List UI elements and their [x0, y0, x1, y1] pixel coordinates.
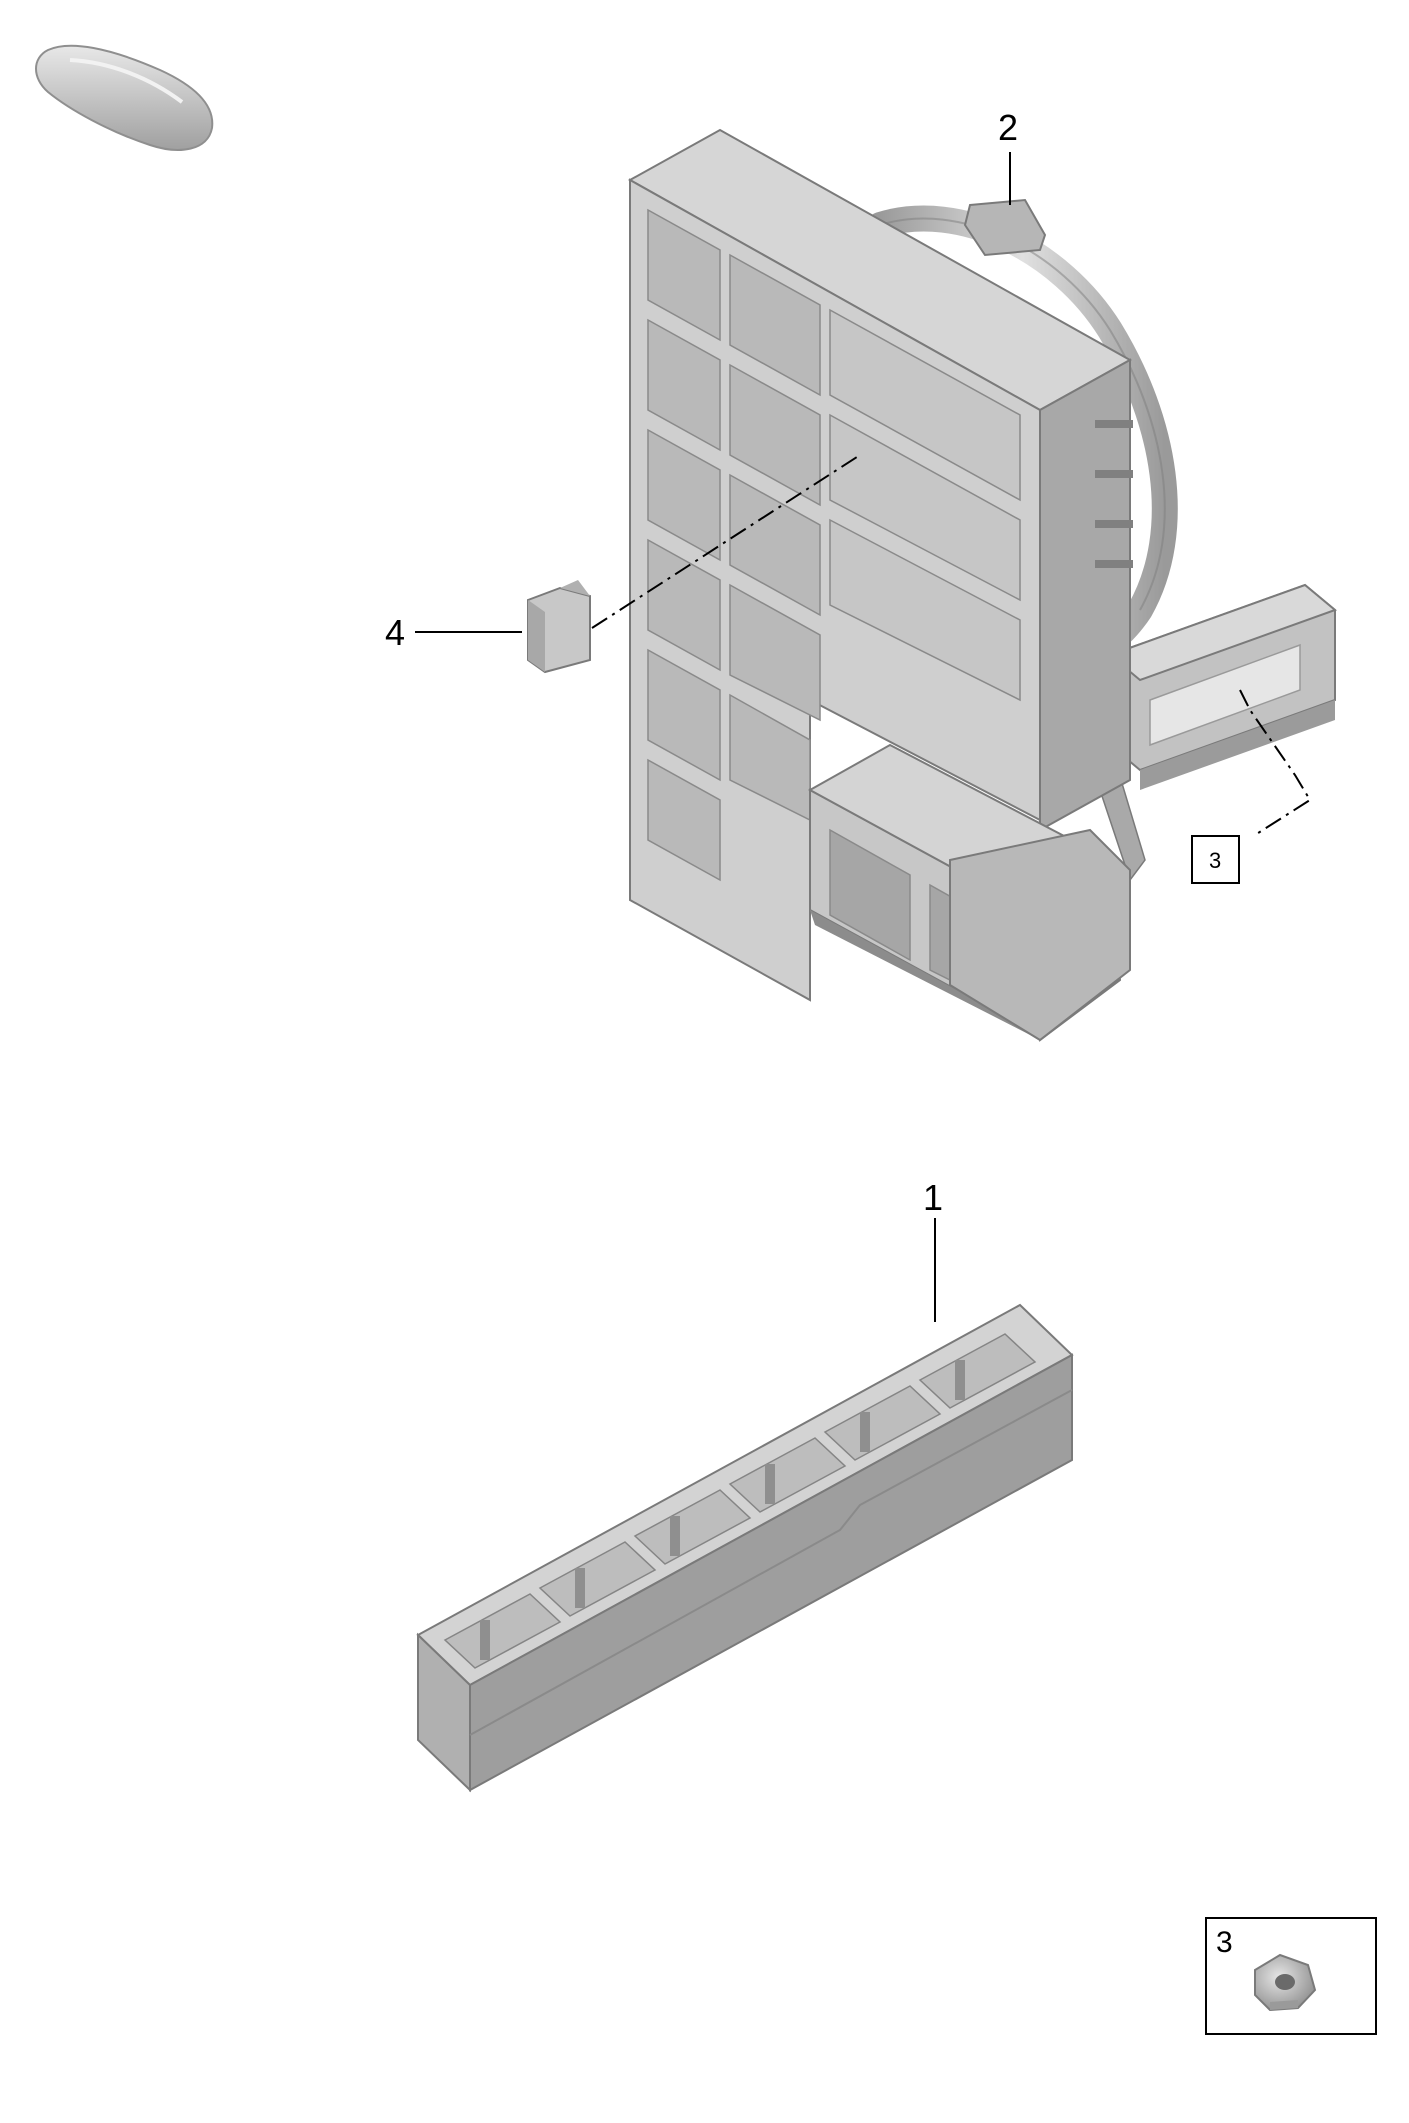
callout-label-3-inset: 3 [1216, 1926, 1233, 1959]
vehicle-silhouette-icon [35, 44, 214, 151]
holder-slots [443, 1333, 1037, 1669]
callout-label-4: 4 [385, 612, 405, 653]
callout-label-1: 1 [923, 1177, 943, 1218]
callout-label-3-ref: 3 [1209, 848, 1221, 873]
blade-fuse-part-4 [527, 580, 591, 674]
fuse-slots-grid [647, 208, 1021, 882]
callout-box-3: 3 [1191, 835, 1240, 884]
fuse-carrier-part-2 [627, 128, 1337, 1042]
inset-part-3: 3 [1205, 1917, 1377, 2035]
callout-label-2: 2 [998, 107, 1018, 148]
cable-connector [963, 198, 1047, 257]
holder-bar-part-1 [416, 1303, 1074, 1793]
nut-icon [1254, 1953, 1317, 2012]
callout-lines [415, 152, 1312, 1322]
side-ribs [1095, 420, 1133, 568]
